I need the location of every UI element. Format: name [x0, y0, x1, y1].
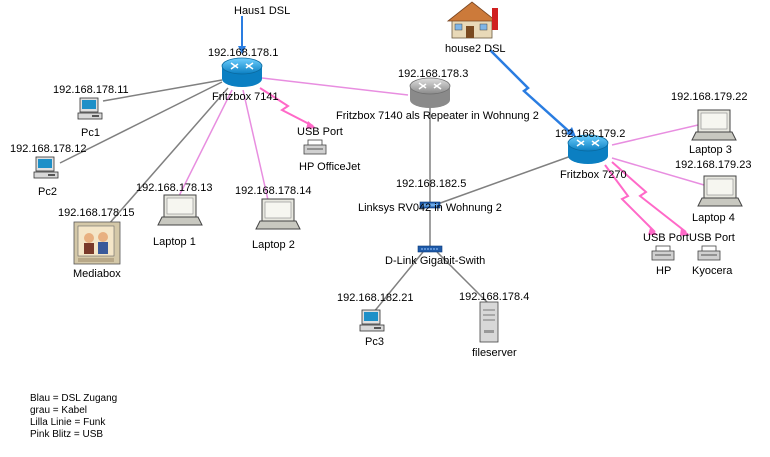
usb-bolt-head-officejet	[306, 121, 316, 129]
ip-linksys: 192.168.182.5	[396, 178, 467, 190]
usb-bolt-fritzbox7270-kyocera	[611, 161, 687, 233]
cable-fritzbox7141-pc1	[102, 79, 223, 102]
laptop-icon[interactable]	[691, 109, 737, 141]
name-dlink-switch: D-Link Gigabit-Swith	[385, 255, 486, 267]
laptop-icon[interactable]	[697, 175, 743, 207]
ip-pc3: 192.168.182.21	[337, 292, 414, 304]
usb-bolt-head-hp	[648, 228, 658, 235]
pc-icon[interactable]	[77, 97, 103, 120]
ip-laptop1: 192.168.178.13	[136, 182, 213, 194]
ip-laptop4: 192.168.179.23	[675, 159, 752, 171]
ip-mediabox: 192.168.178.15	[58, 207, 135, 219]
printer-icon[interactable]	[697, 245, 721, 261]
wireless-fritzbox7141-laptop1	[177, 89, 233, 199]
label-haus1-dsl: Haus1 DSL	[234, 5, 291, 17]
label-house2-dsl: house2 DSL	[445, 43, 506, 55]
name-hp: HP	[656, 265, 672, 277]
name-pc2: Pc2	[38, 186, 57, 198]
legend-wireless: Lilla Linie = Funk	[30, 417, 106, 428]
dsl-arrow-haus1	[238, 46, 246, 54]
printer-icon[interactable]	[651, 245, 675, 261]
laptop-icon[interactable]	[157, 194, 203, 226]
dsl-line-house2	[489, 49, 574, 136]
name-laptop3: Laptop 3	[689, 144, 732, 156]
ip-fritzbox-7141: 192.168.178.1	[208, 47, 279, 59]
printer-icon[interactable]	[303, 139, 327, 155]
server-icon[interactable]	[479, 301, 499, 343]
dsl-arrow-house2	[566, 127, 576, 137]
ip-pc1: 192.168.178.11	[53, 84, 129, 96]
ip-repeater: 192.168.178.3	[398, 68, 469, 80]
ip-fileserver: 192.168.178.4	[459, 291, 530, 303]
cable-fritzbox7141-mediabox	[107, 87, 229, 226]
cable-linksys-fritzbox7270	[431, 154, 575, 207]
ip-laptop2: 192.168.178.14	[235, 185, 312, 197]
name-hp-officejet: HP OfficeJet	[299, 161, 361, 173]
legend-dsl: Blau = DSL Zugang	[30, 393, 118, 404]
name-repeater: Fritzbox 7140 als Repeater in Wohnung 2	[336, 110, 539, 122]
usb-bolt-fritzbox7270-hp	[604, 164, 656, 233]
usb-bolt-head-kyocera	[680, 228, 690, 236]
ip-pc2: 192.168.178.12	[10, 143, 87, 155]
house-icon	[446, 1, 498, 39]
laptop-icon[interactable]	[255, 198, 301, 230]
usb-port-label-kyocera: USB Port	[689, 232, 735, 244]
legend: Blau = DSL Zugang grau = Kabel Lilla Lin…	[30, 393, 117, 441]
switch-icon[interactable]	[417, 245, 443, 253]
cable-dlink-pc3	[372, 251, 424, 314]
pc-icon[interactable]	[359, 309, 385, 332]
name-linksys: Linksys RV042 in Wohnung 2	[358, 202, 502, 214]
router-icon[interactable]	[221, 57, 263, 87]
wireless-fritzbox7141-laptop2	[242, 89, 269, 201]
pc-icon[interactable]	[33, 156, 59, 179]
ip-laptop3: 192.168.179.22	[671, 91, 748, 103]
wireless-fritzbox7270-laptop3	[611, 124, 699, 146]
legend-cable: grau = Kabel	[30, 405, 87, 416]
name-fileserver: fileserver	[472, 347, 517, 359]
name-kyocera: Kyocera	[692, 265, 733, 277]
ip-fritzbox-7270: 192.168.179.2	[555, 128, 626, 140]
name-laptop2: Laptop 2	[252, 239, 295, 251]
router-icon[interactable]	[567, 134, 609, 164]
repeater-router-icon[interactable]	[409, 77, 451, 108]
name-fritzbox-7270: Fritzbox 7270	[560, 169, 627, 181]
linksys-router-icon[interactable]	[419, 201, 441, 209]
name-laptop4: Laptop 4	[692, 212, 735, 224]
wireless-fritzbox7270-laptop4	[611, 157, 705, 186]
name-fritzbox-7141: Fritzbox 7141	[212, 91, 279, 103]
usb-bolt-fritzbox7141-officejet	[259, 87, 314, 127]
cable-dlink-fileserver	[436, 251, 490, 305]
name-pc1: Pc1	[81, 127, 100, 139]
wireless-fritzbox7141-repeater	[261, 77, 409, 96]
cable-fritzbox7141-pc2	[59, 81, 223, 164]
legend-usb: Pink Blitz = USB	[30, 429, 104, 440]
name-pc3: Pc3	[365, 336, 384, 348]
mediabox-icon[interactable]	[73, 221, 121, 265]
usb-port-label-officejet: USB Port	[297, 126, 343, 138]
name-laptop1: Laptop 1	[153, 236, 196, 248]
usb-port-label-hp: USB Port	[643, 232, 689, 244]
name-mediabox: Mediabox	[73, 268, 121, 280]
